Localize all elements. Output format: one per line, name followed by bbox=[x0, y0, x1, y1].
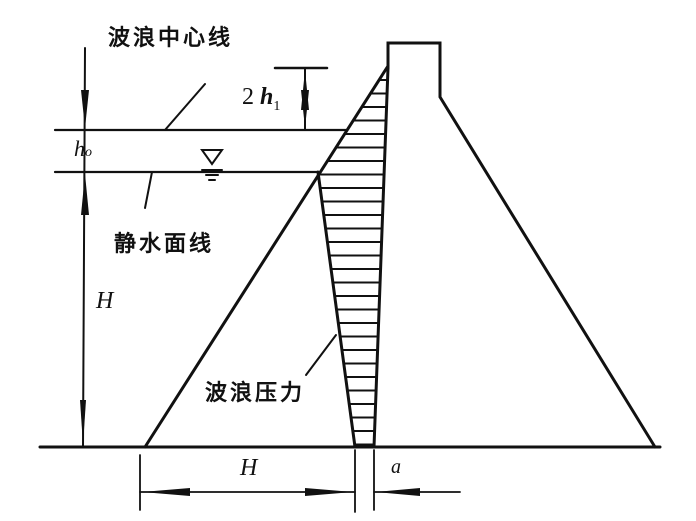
label-h0-var: h bbox=[74, 136, 85, 161]
arrow-2h1-down bbox=[301, 90, 309, 128]
label-wave-pressure: 波浪压力 bbox=[205, 381, 306, 406]
label-2h1-coef: 2 bbox=[242, 84, 254, 110]
label-H-horizontal: H bbox=[240, 455, 258, 481]
dam-outline bbox=[386, 41, 657, 449]
arrow-H-left bbox=[142, 488, 190, 496]
label-2h1-var: h bbox=[260, 84, 274, 110]
arrow-H-right bbox=[305, 488, 353, 496]
water-level-symbol bbox=[200, 149, 224, 181]
label-H-vertical: H bbox=[96, 288, 114, 314]
label-a: a bbox=[391, 456, 401, 478]
label-h0-sub: o bbox=[85, 145, 92, 160]
label-still-water-line: 静水面线 bbox=[114, 232, 215, 257]
wave-pressure-hatching bbox=[317, 79, 389, 446]
arrow-down-top bbox=[81, 90, 89, 128]
arrow-down-bottom bbox=[80, 400, 86, 445]
leader-still-water bbox=[144, 171, 153, 209]
arrow-up-mid bbox=[81, 174, 89, 215]
dam-upstream-face bbox=[372, 66, 390, 449]
upstream-wedge-slope bbox=[143, 64, 390, 449]
arrowheads bbox=[80, 70, 420, 496]
leader-wave-center bbox=[164, 83, 206, 131]
leader-wave-pressure bbox=[305, 334, 337, 376]
label-h0: ho bbox=[74, 136, 92, 162]
label-2h1: 2 h1 bbox=[242, 84, 280, 115]
label-2h1-sub: 1 bbox=[273, 98, 281, 114]
label-wave-center-line: 波浪中心线 bbox=[108, 26, 234, 51]
arrow-a-left bbox=[376, 488, 420, 496]
